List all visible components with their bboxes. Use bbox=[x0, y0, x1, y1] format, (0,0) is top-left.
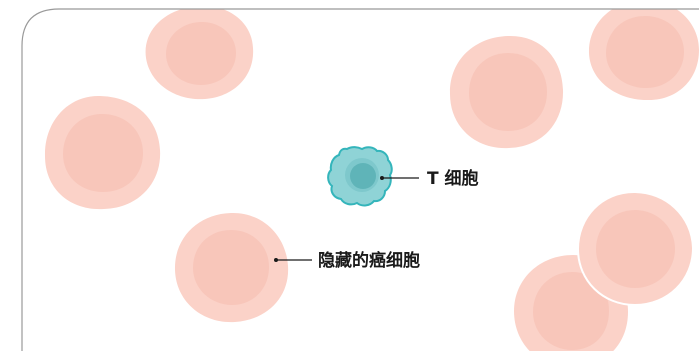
red-blood-cell-icon bbox=[44, 95, 161, 210]
cancer-cell-leader bbox=[274, 258, 312, 262]
red-blood-cell-icon bbox=[449, 35, 564, 149]
cancer-cell-icon bbox=[174, 212, 289, 323]
red-blood-cell-icon bbox=[588, 9, 699, 101]
cell-field bbox=[44, 9, 699, 351]
red-blood-cell-icon bbox=[145, 9, 254, 100]
red-blood-cell-icon bbox=[576, 190, 695, 307]
hidden-cancer-cell-label: 隐藏的癌细胞 bbox=[318, 251, 420, 271]
t-cell-icon bbox=[327, 146, 393, 207]
viewport-frame bbox=[21, 8, 699, 351]
t-cell-leader bbox=[380, 176, 419, 180]
t-cell-label: T 细胞 bbox=[427, 169, 479, 189]
